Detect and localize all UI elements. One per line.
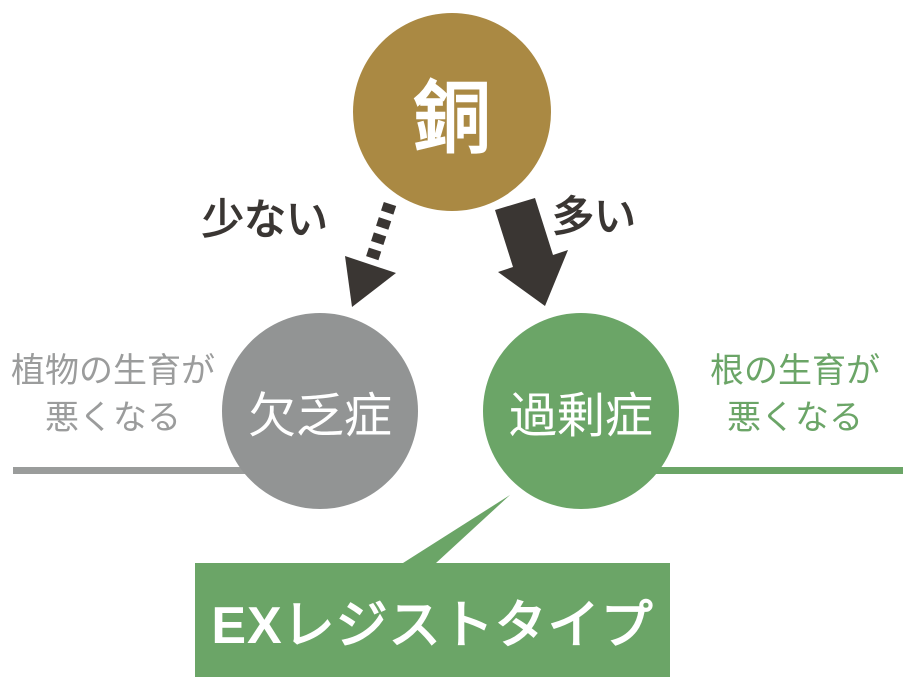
arrow-label-few: 少ない — [202, 196, 329, 243]
arrow-down-right-solid — [495, 198, 568, 306]
node-copper: 銅 — [353, 13, 551, 211]
result-box-label: EXレジストタイプ — [211, 596, 654, 655]
excess-underline — [570, 467, 903, 474]
note-deficiency-effect: 植物の生育が 悪くなる — [11, 352, 215, 437]
arrow-label-many: 多い — [552, 193, 637, 240]
node-excess: 過剰症 — [483, 313, 679, 509]
node-copper-label: 銅 — [412, 74, 491, 162]
deficiency-underline — [13, 467, 303, 474]
node-deficiency-label: 欠乏症 — [247, 390, 392, 443]
node-excess-label: 過剰症 — [508, 390, 653, 443]
result-box: EXレジストタイプ — [195, 563, 670, 677]
node-deficiency: 欠乏症 — [222, 313, 418, 509]
excess-to-result-connector — [403, 495, 510, 563]
arrow-down-left-dashed — [345, 201, 397, 307]
note-excess-effect: 根の生育が 悪くなる — [710, 352, 880, 437]
